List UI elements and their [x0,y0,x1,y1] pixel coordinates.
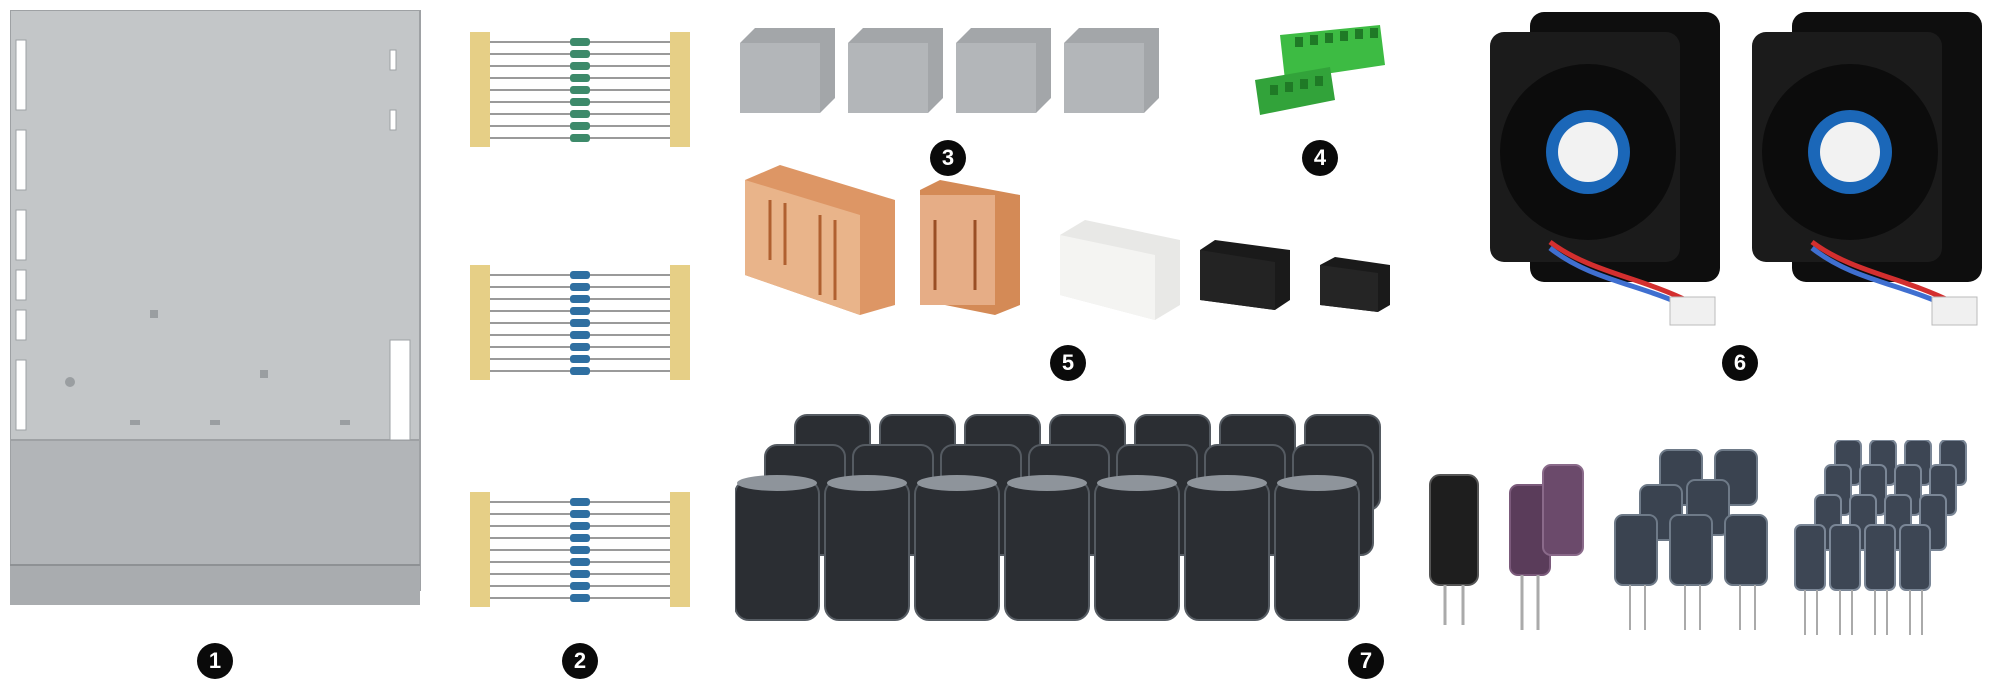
assorted-relays [740,165,1390,325]
label-badge-6: 6 [1722,345,1758,381]
label-badge-1: 1 [197,643,233,679]
label-badge-5: 5 [1050,345,1086,381]
resistor-strip-bottom [470,492,690,612]
label-badge-3: 3 [930,140,966,176]
gray-relays [740,28,1160,118]
label-badge-7: 7 [1348,643,1384,679]
label-badge-4: 4 [1302,140,1338,176]
small-capacitors-group [1425,440,1985,640]
resistor-strip-middle [470,265,690,385]
label-badge-2: 2 [562,643,598,679]
large-capacitors-group [735,405,1395,625]
green-terminal-block [1250,25,1390,120]
cooling-fan-right [1752,12,1992,342]
cooling-fan-left [1490,12,1730,342]
enclosure-panel [10,10,425,620]
resistor-strip-top [470,32,690,152]
